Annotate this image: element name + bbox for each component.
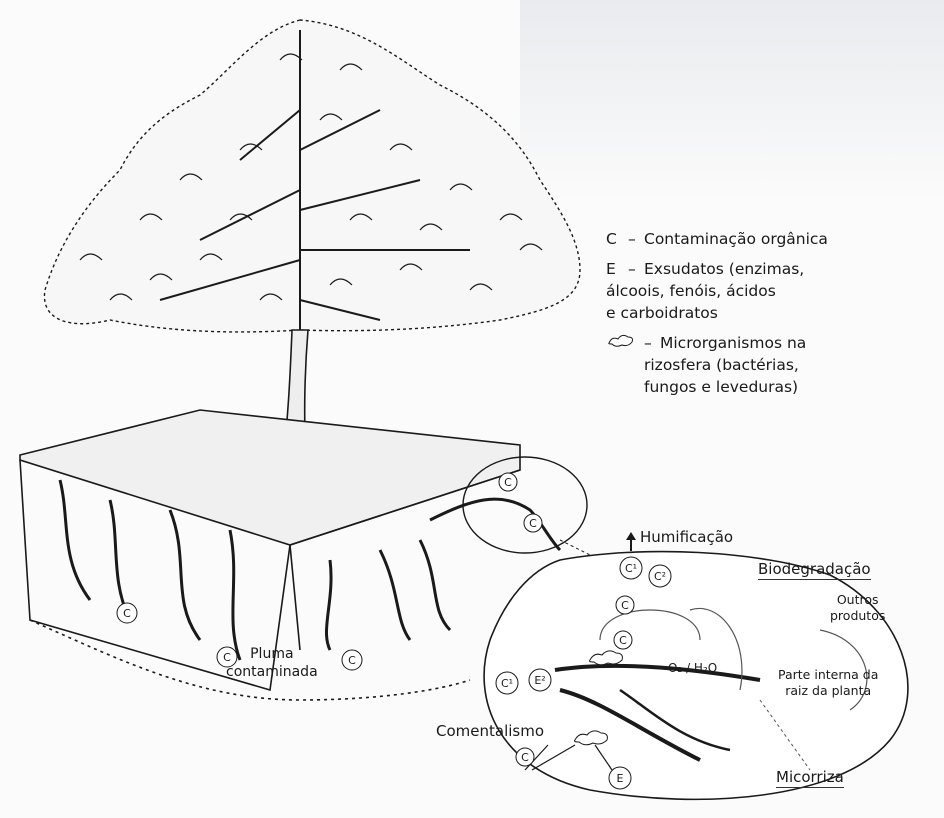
mycorrhiza-label: Micorriza: [776, 768, 844, 788]
c2-marker: C²: [649, 565, 671, 587]
svg-text:C: C: [123, 607, 131, 620]
e2-marker: E²: [529, 669, 551, 691]
humification-label: Humificação: [640, 528, 733, 546]
c-marker: C: [516, 748, 534, 766]
legend-item-microorganisms: – Microrganismos na: [606, 332, 828, 354]
svg-text:C: C: [619, 634, 627, 647]
e-marker: E: [609, 767, 631, 789]
other-products-label: Outros produtos: [830, 592, 885, 624]
root-interior-label: Parte interna da raiz da planta: [778, 667, 878, 699]
c-marker: C: [117, 603, 137, 623]
svg-text:C: C: [521, 751, 529, 764]
svg-text:C¹: C¹: [501, 677, 513, 690]
o2-h2o-label: O₂ / H₂O: [668, 661, 717, 675]
svg-text:C: C: [529, 517, 537, 530]
plume-label: Pluma contaminada: [226, 645, 318, 681]
biodegradation-label: Biodegradação: [758, 560, 871, 580]
c1-marker: C¹: [496, 672, 518, 694]
c-marker: C: [342, 650, 362, 670]
legend-item-exudates: E – Exsudatos (enzimas,: [606, 258, 828, 280]
svg-text:C: C: [621, 599, 629, 612]
svg-text:C: C: [504, 476, 512, 489]
svg-text:E²: E²: [534, 674, 545, 687]
c-marker: C: [499, 473, 517, 491]
legend: C – Contaminação orgânica E – Exsudatos …: [606, 228, 828, 398]
legend-item-contamination: C – Contaminação orgânica: [606, 228, 828, 250]
c-marker: C: [524, 514, 542, 532]
c-marker: C: [616, 596, 634, 614]
microorganism-cloud-icon: [606, 332, 644, 354]
c1-marker: C¹: [620, 557, 642, 579]
c-marker: C: [614, 631, 632, 649]
commensalism-label: Comentalismo: [436, 722, 544, 740]
svg-text:C²: C²: [654, 570, 666, 583]
svg-text:C¹: C¹: [625, 562, 637, 575]
svg-text:C: C: [348, 654, 356, 667]
svg-text:E: E: [617, 772, 624, 785]
